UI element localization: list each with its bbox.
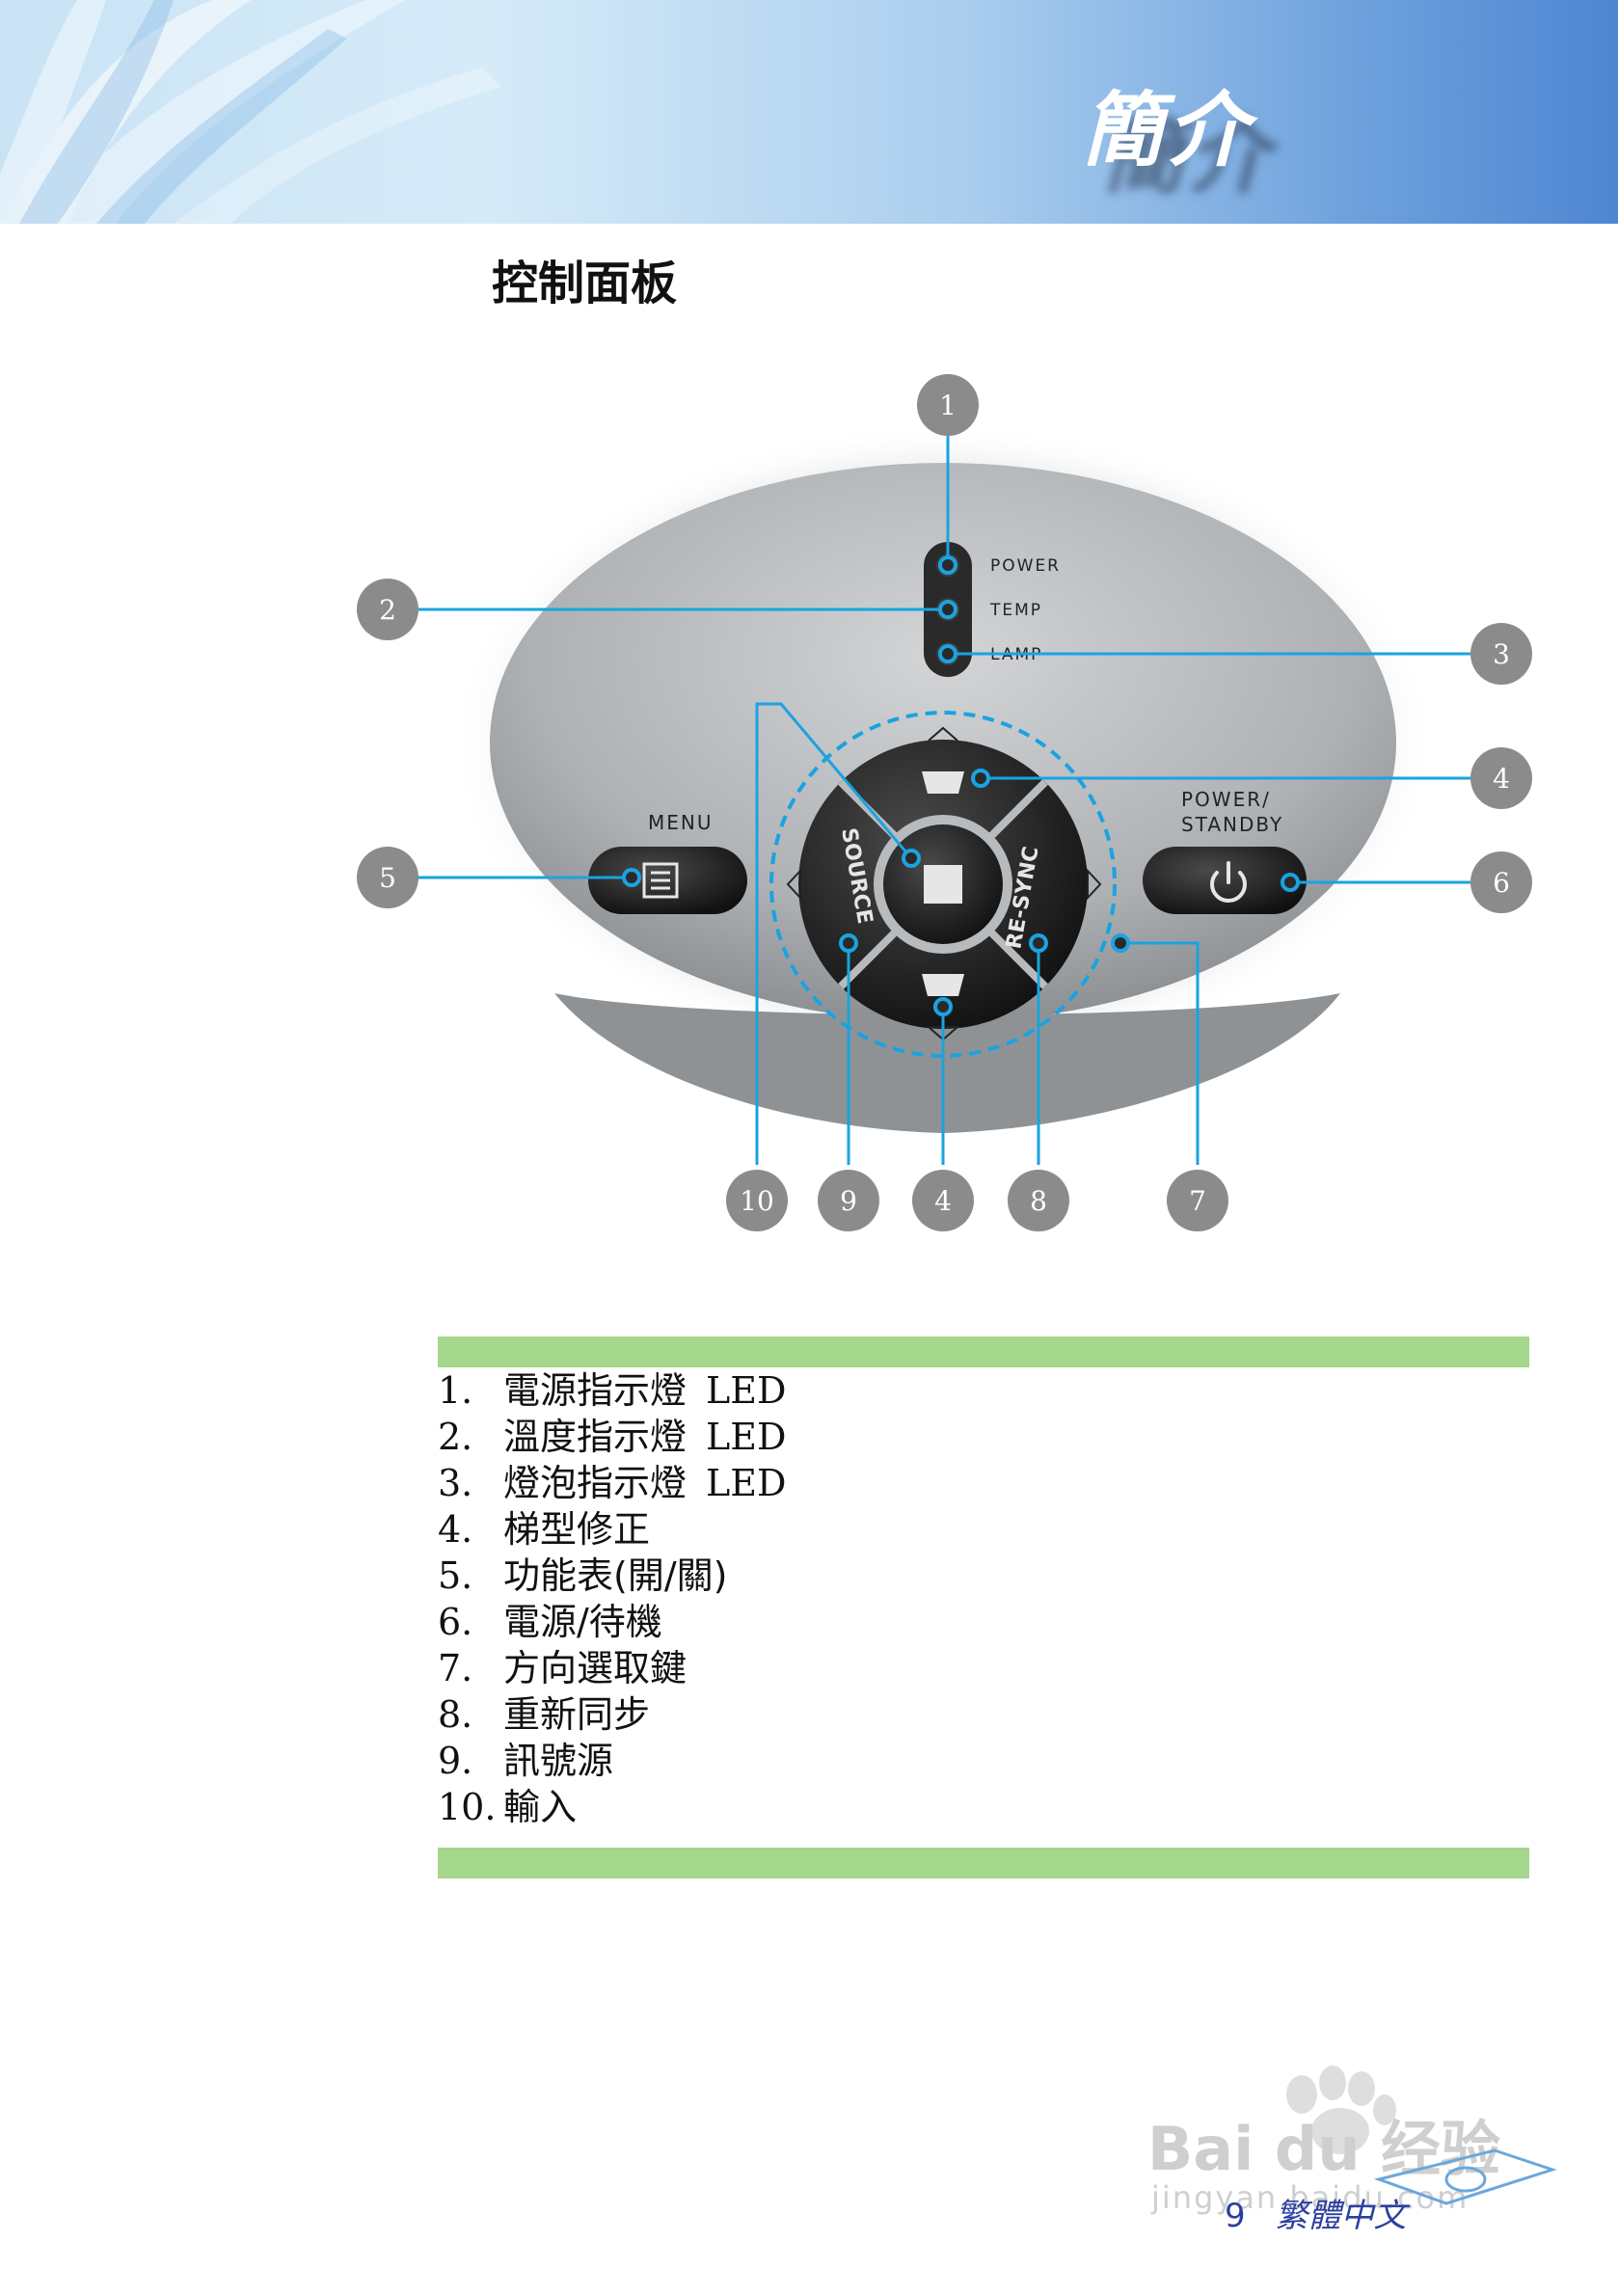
legend-number: 7. xyxy=(438,1647,473,1689)
callout-10 xyxy=(726,1170,788,1231)
callout-9 xyxy=(818,1170,879,1231)
list-item: 6. 電源/待機 xyxy=(438,1599,1529,1645)
watermark-brand: Bai du 经验 xyxy=(1147,2114,1500,2184)
callout-4-right xyxy=(1470,747,1532,809)
page-footer: 9 繁體中文 xyxy=(1225,2189,1406,2236)
list-item: 4. 梯型修正 xyxy=(438,1506,1529,1553)
callout-1 xyxy=(917,374,979,436)
projector-icon xyxy=(1373,2148,1557,2205)
callout-6 xyxy=(1470,851,1532,913)
legend-number: 8. xyxy=(438,1693,473,1736)
power-standby-label-line2: STANDBY xyxy=(1181,813,1283,836)
paw-icon xyxy=(1286,2066,1396,2154)
legend-top-bar xyxy=(438,1337,1529,1367)
baidu-watermark: Bai du 经验 jingyan.baidu.com xyxy=(1147,2066,1557,2216)
legend-number: 9. xyxy=(438,1740,473,1782)
callout-5 xyxy=(357,847,418,908)
pointer-dots xyxy=(622,555,1300,1016)
legend-number: 3. xyxy=(438,1462,473,1504)
list-item: 5. 功能表(開/關) xyxy=(438,1553,1529,1599)
arrow-right-icon xyxy=(1087,868,1102,901)
control-panel-figure: POWER TEMP LAMP MENU POWER/ STANDBY SOUR… xyxy=(357,374,1532,1231)
callout-4-bottom-label: 4 xyxy=(934,1185,952,1217)
menu-icon xyxy=(642,862,679,899)
pointer-lines xyxy=(405,429,1470,1165)
callout-4-bottom xyxy=(912,1170,974,1231)
input-square-icon xyxy=(924,865,962,904)
list-item: 7. 方向選取鍵 xyxy=(438,1645,1529,1691)
watermark-url: jingyan.baidu.com xyxy=(1150,2179,1469,2216)
callout-3-label: 3 xyxy=(1493,638,1510,670)
section-title: 控制面板 xyxy=(492,257,678,311)
power-standby-label-line1: POWER/ xyxy=(1181,788,1271,811)
arrow-up-icon xyxy=(928,726,958,742)
legend-number: 1. xyxy=(438,1369,473,1412)
callout-4-right-label: 4 xyxy=(1493,763,1510,795)
legend-number: 6. xyxy=(438,1601,473,1643)
keystone-up-icon xyxy=(922,771,964,794)
callout-2 xyxy=(357,579,418,640)
footer-language: 繁體中文 xyxy=(1275,2197,1407,2235)
temp-led-label: TEMP xyxy=(989,601,1042,620)
callout-6-label: 6 xyxy=(1493,867,1510,899)
power-icon xyxy=(1210,861,1247,904)
menu-label: MENU xyxy=(648,811,714,834)
keypad-dashed-ring xyxy=(769,711,1117,1058)
callout-8-label: 8 xyxy=(1030,1185,1047,1217)
body-lower-edge xyxy=(554,993,1340,1133)
callout-9-label: 9 xyxy=(840,1185,857,1217)
legend-text: 電源/待機 xyxy=(503,1601,662,1643)
callout-1-label: 1 xyxy=(939,390,957,421)
callout-8 xyxy=(1008,1170,1069,1231)
legend-text: 功能表(開/關) xyxy=(503,1554,728,1597)
power-standby-button[interactable] xyxy=(1143,847,1307,914)
flower-petals-decoration xyxy=(0,0,501,224)
power-led-label: POWER xyxy=(990,556,1061,576)
callout-7-label: 7 xyxy=(1189,1185,1206,1217)
header-title-shadow: 簡介 xyxy=(1102,110,1273,204)
legend-number: 5. xyxy=(438,1554,473,1597)
callout-10-label: 10 xyxy=(740,1185,774,1217)
header-title: 簡介 xyxy=(1081,83,1252,177)
legend-number: 10. xyxy=(438,1786,497,1828)
list-item: 9. 訊號源 xyxy=(438,1738,1529,1784)
legend-text: 方向選取鍵 xyxy=(503,1647,688,1689)
list-item: 8. 重新同步 xyxy=(438,1691,1529,1738)
legend-number: 4. xyxy=(438,1508,473,1551)
arrow-left-icon xyxy=(786,868,801,901)
legend-text: 重新同步 xyxy=(503,1693,651,1736)
legend-bottom-bar xyxy=(438,1848,1529,1878)
keystone-down-icon xyxy=(922,974,964,996)
page-header-banner: 簡介 簡介 xyxy=(0,0,1618,224)
legend-text: 輸入 xyxy=(503,1786,578,1828)
callout-2-label: 2 xyxy=(379,594,396,626)
list-item: 10. 輸入 xyxy=(438,1784,1529,1830)
legend-text: 訊號源 xyxy=(503,1740,614,1782)
callout-7 xyxy=(1167,1170,1228,1231)
legend-number: 2. xyxy=(438,1416,473,1458)
callout-5-label: 5 xyxy=(379,862,396,894)
legend-text: 梯型修正 xyxy=(503,1508,651,1551)
page-number: 9 xyxy=(1225,2197,1246,2235)
callout-3 xyxy=(1470,623,1532,685)
